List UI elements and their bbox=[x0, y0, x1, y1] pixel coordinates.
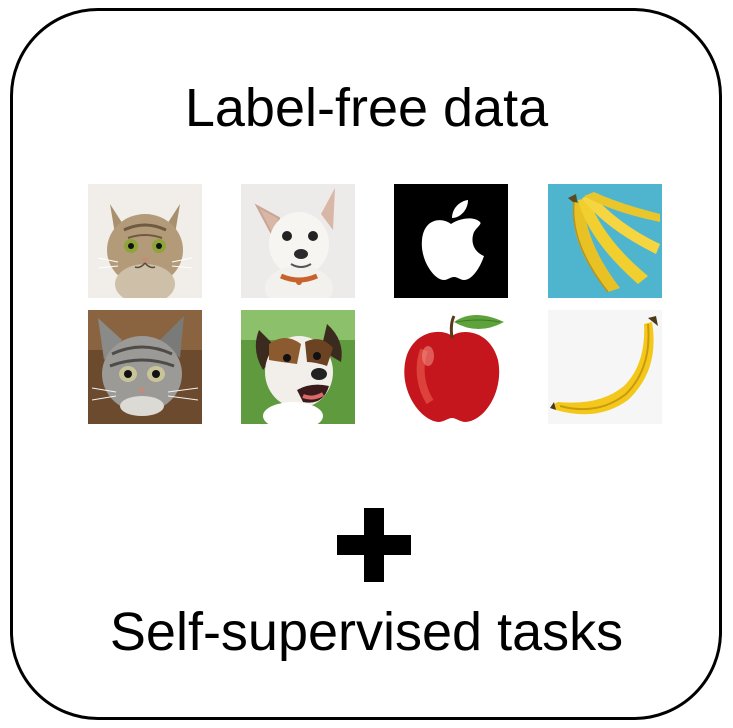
barking-dog-icon bbox=[241, 310, 355, 424]
apple-logo-icon bbox=[394, 184, 508, 298]
kitten-photo-icon bbox=[88, 310, 202, 424]
title: Label-free data bbox=[184, 78, 549, 138]
banana-icon bbox=[548, 310, 662, 424]
subtitle: Self-supervised tasks bbox=[109, 602, 624, 662]
dog-photo-icon bbox=[241, 184, 355, 298]
banana-bunch-icon bbox=[548, 184, 662, 298]
plus-icon bbox=[337, 508, 411, 582]
cat-photo-icon bbox=[88, 184, 202, 298]
red-apple-icon bbox=[394, 310, 508, 424]
